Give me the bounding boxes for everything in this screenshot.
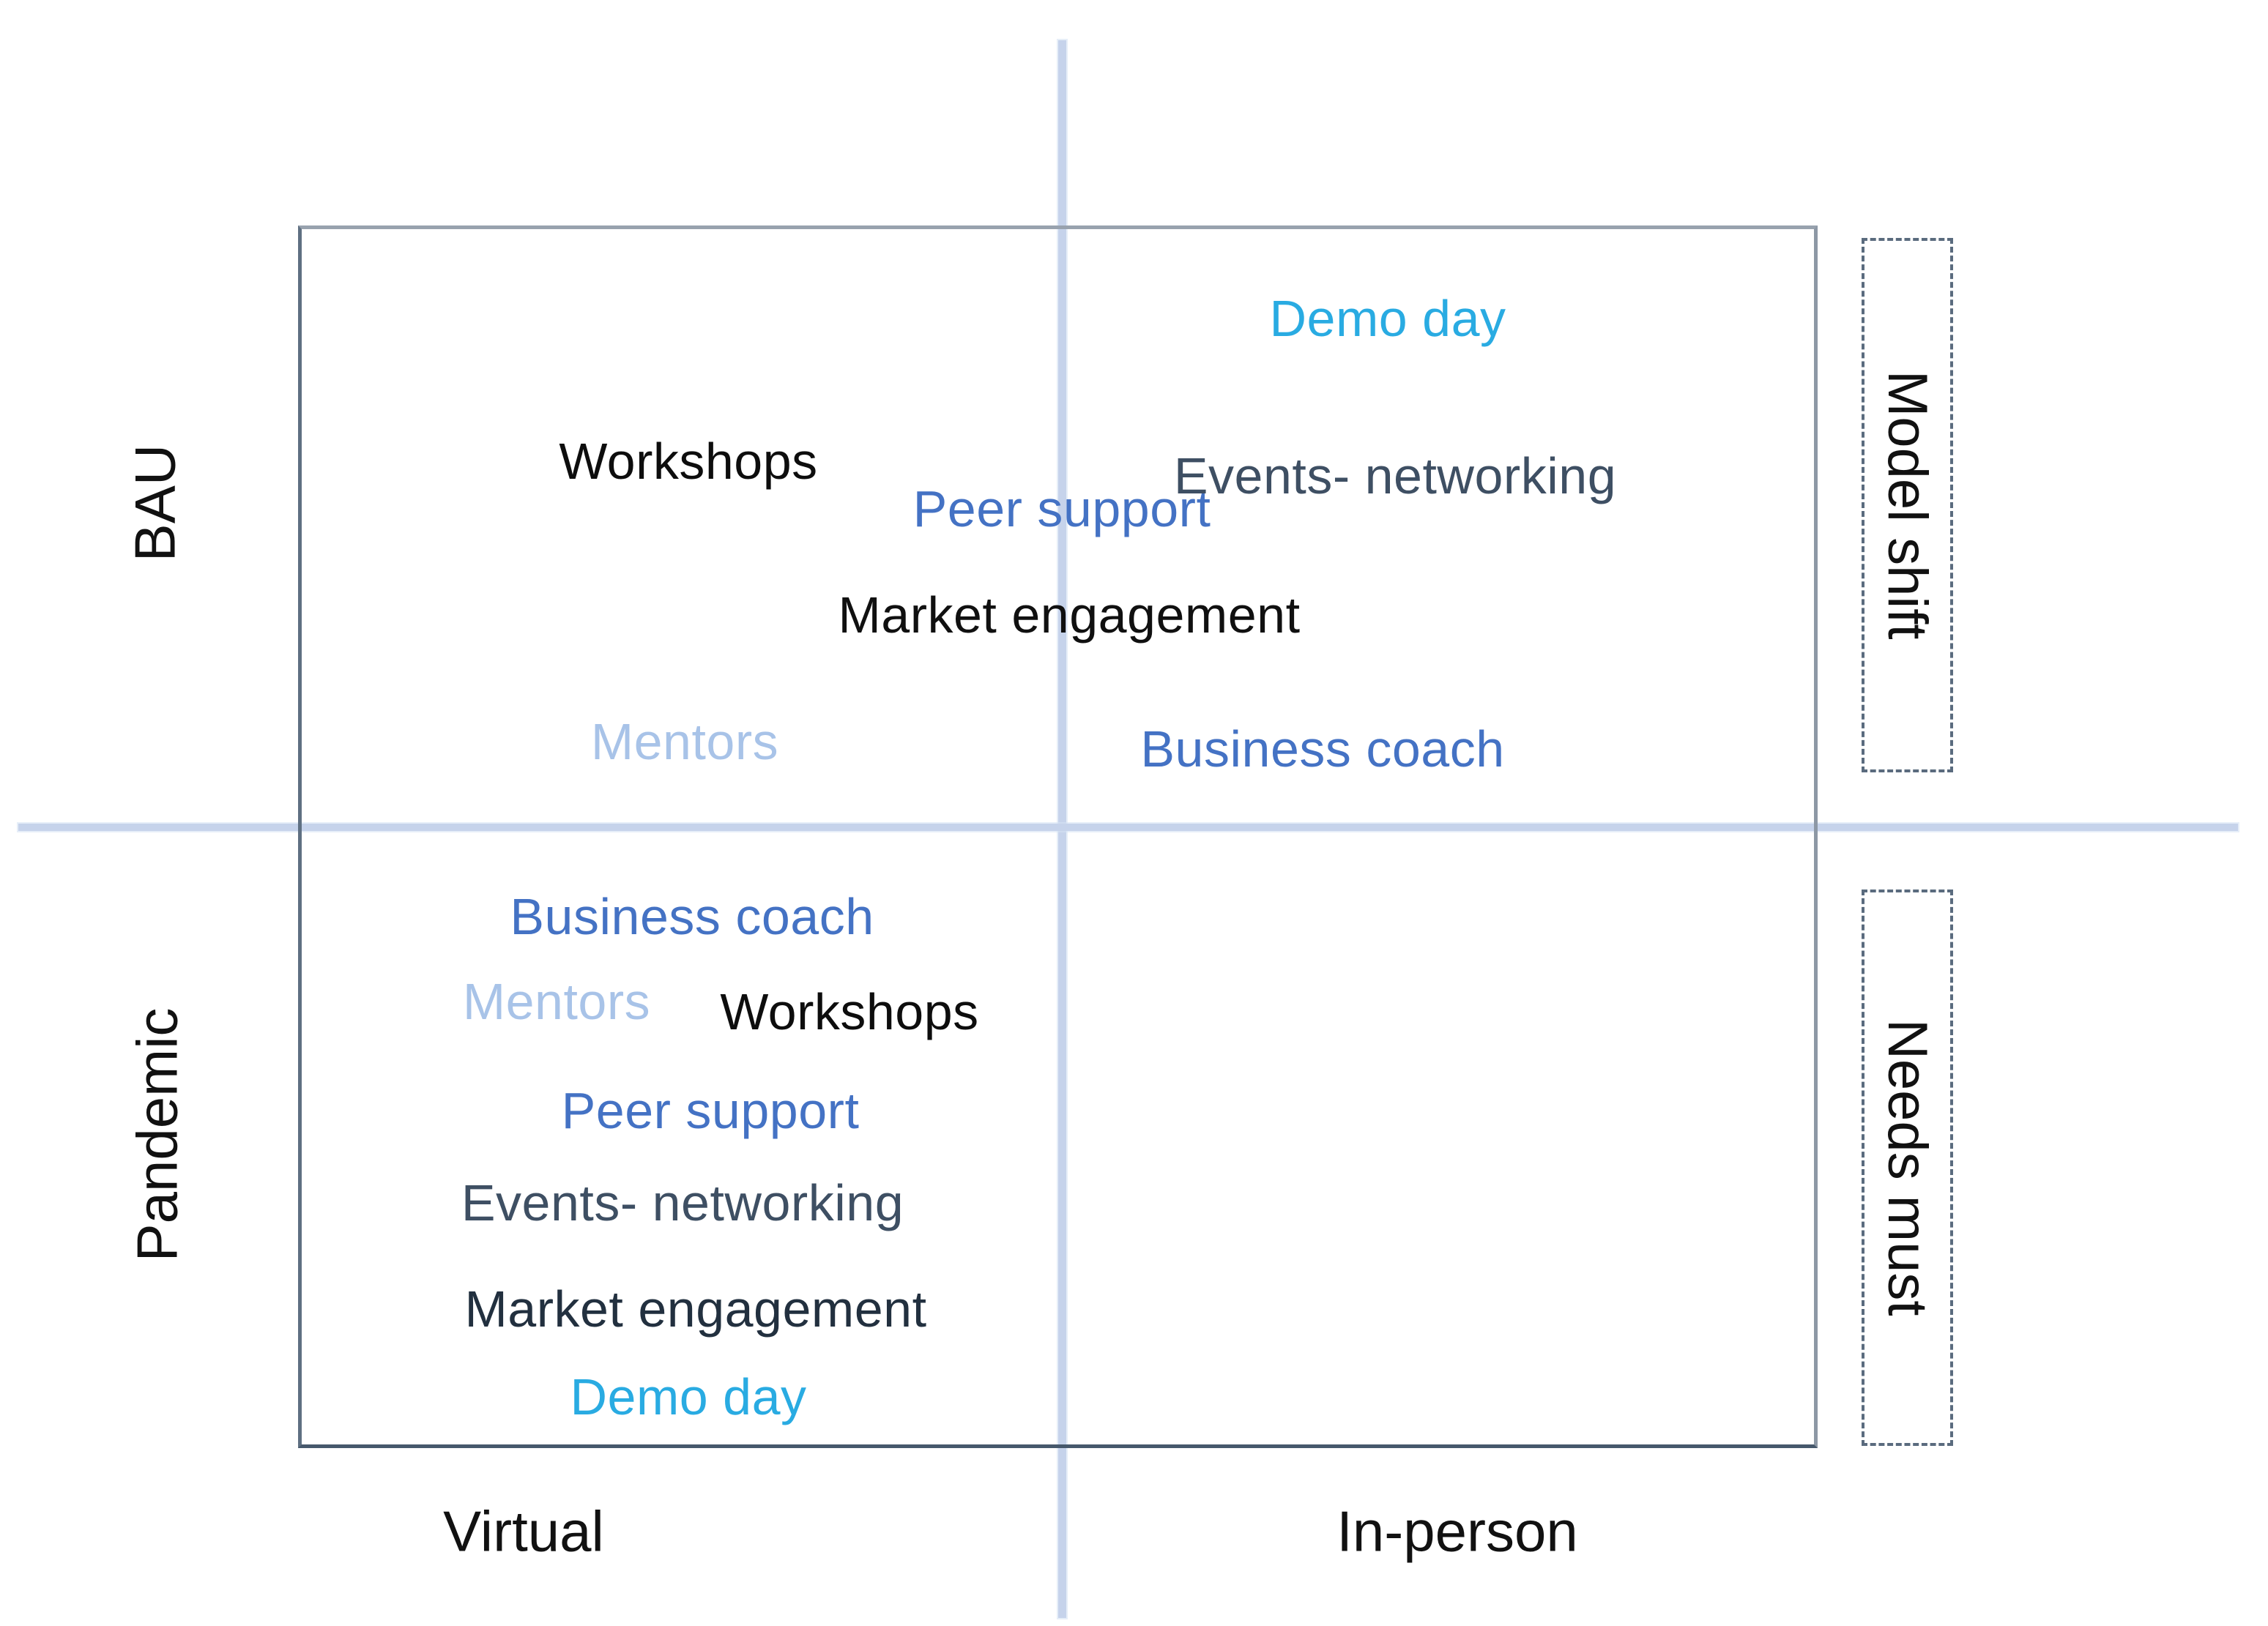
quadrant-item-events-networking: Events- networking <box>1173 447 1617 504</box>
horizontal-axis-line <box>18 824 2238 831</box>
quadrant-item-peer-support: Peer support <box>561 1082 860 1139</box>
quadrant-item-market-engagement: Market engagement <box>838 586 1301 644</box>
model-shift-annotation-box: Model shift <box>1862 238 1953 772</box>
quadrant-item-workshops: Workshops <box>559 433 818 490</box>
needs-must-label: Needs must <box>1876 1019 1938 1316</box>
quadrant-item-market-engagement: Market engagement <box>464 1280 927 1338</box>
quadrant-item-mentors: Mentors <box>462 973 651 1030</box>
y-axis-label-bau: BAU <box>122 444 187 562</box>
quadrant-item-demo-day: Demo day <box>570 1368 807 1425</box>
x-axis-label-virtual: Virtual <box>443 1499 604 1564</box>
quadrant-item-demo-day: Demo day <box>1269 290 1506 347</box>
quadrant-item-business-coach: Business coach <box>1140 720 1505 777</box>
quadrant-item-business-coach: Business coach <box>510 888 874 945</box>
y-axis-label-pandemic: Pandemic <box>124 1007 190 1262</box>
matrix-frame <box>298 225 1818 1448</box>
quadrant-item-peer-support: Peer support <box>912 480 1211 537</box>
quadrant-item-events-networking: Events- networking <box>461 1174 904 1231</box>
needs-must-annotation-box: Needs must <box>1862 890 1953 1446</box>
quadrant-item-workshops: Workshops <box>720 983 979 1040</box>
x-axis-label-in-person: In-person <box>1336 1499 1578 1564</box>
model-shift-label: Model shift <box>1876 370 1938 640</box>
quadrant-item-mentors: Mentors <box>590 713 779 770</box>
